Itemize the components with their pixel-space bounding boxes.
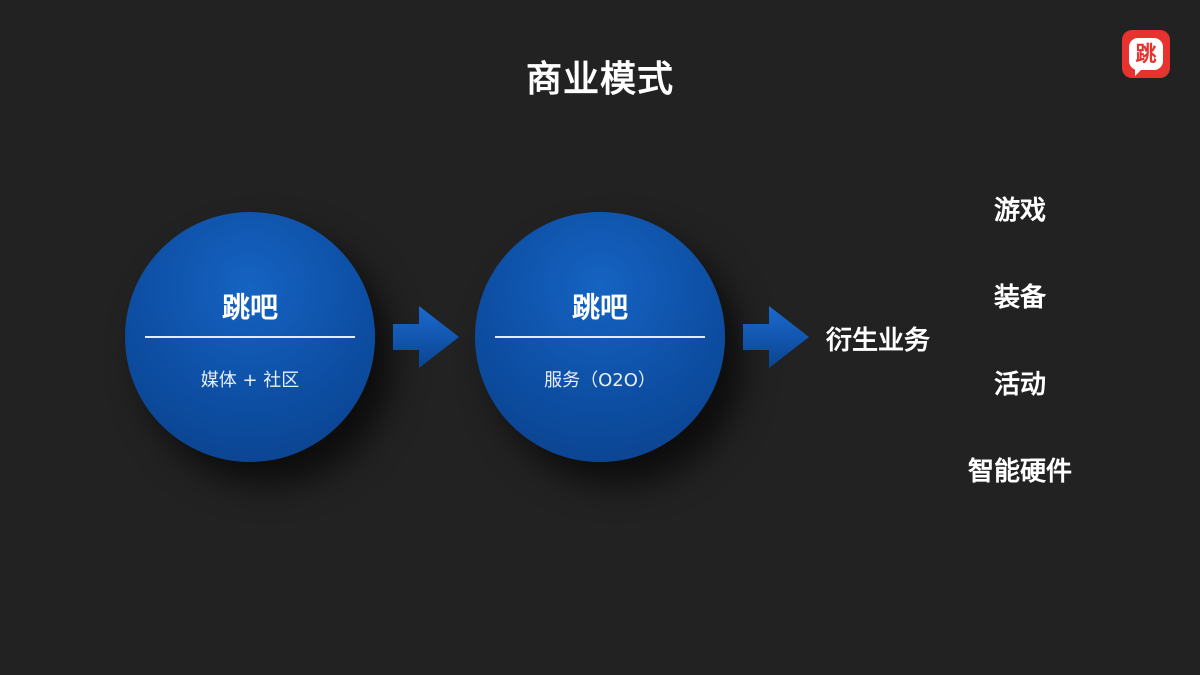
branch-item-smart-hardware: 智能硬件 [967,457,1072,487]
stage-divider [145,336,355,338]
arrow-right-icon [743,306,809,368]
branch-item-equipment: 装备 [993,283,1046,313]
logo-bubble: 跳 [1129,38,1163,76]
stage-subtitle: 媒体 + 社区 [200,370,300,391]
logo-char: 跳 [1135,41,1157,66]
branch-item-games: 游戏 [993,196,1046,226]
stage-subtitle: 服务（O2O） [544,370,656,391]
app-logo: 跳 [1122,30,1170,78]
stage-title: 跳吧 [221,291,278,324]
page-title: 商业模式 [525,59,674,100]
stage-title: 跳吧 [571,291,628,324]
stage-circle-media-community: 跳吧 媒体 + 社区 [125,212,375,462]
derived-business-label: 衍生业务 [826,326,931,356]
arrow-right-icon [393,306,459,368]
branch-item-events: 活动 [993,370,1046,400]
stage-divider [495,336,705,338]
stage-circle-o2o-service: 跳吧 服务（O2O） [475,212,725,462]
